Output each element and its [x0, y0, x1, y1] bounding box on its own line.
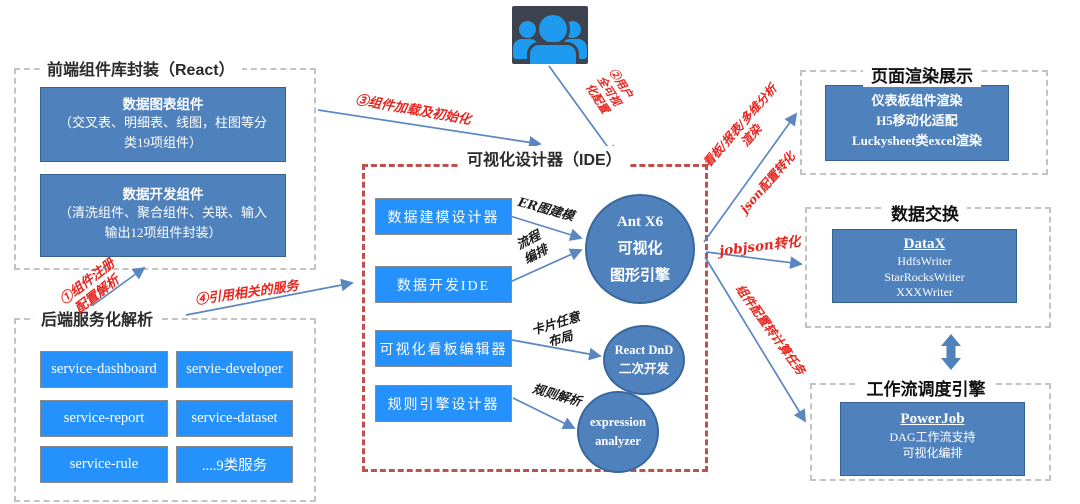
ide-tool-box: 可视化看板编辑器 — [375, 330, 512, 367]
service-box: servie-developer — [176, 351, 293, 388]
powerjob-line: 可视化编排 — [902, 446, 963, 461]
react-dnd-circle: React DnD 二次开发 — [603, 325, 685, 395]
double-arrow — [941, 334, 961, 370]
arrow-task — [704, 256, 806, 423]
dev-components-box: 数据开发组件 （清洗组件、聚合组件、关联、输入 输出12项组件封装） — [40, 174, 286, 257]
service-box: service-report — [40, 400, 168, 437]
users-group-icon — [512, 6, 588, 64]
powerjob-heading: PowerJob — [900, 411, 965, 427]
datax-line: StarRocksWriter — [884, 269, 965, 284]
datax-heading: DataX — [903, 236, 946, 252]
ide-panel-title: 可视化设计器（IDE） — [460, 146, 629, 170]
antx6-engine-circle: Ant X6 可视化 图形引擎 — [585, 194, 695, 304]
page-render-title: 页面渲染展示 — [863, 62, 981, 87]
chart-components-body: （交叉表、明细表、线图，柱图等分 类19项组件） — [58, 115, 267, 150]
step3-label: ③组件加载及初始化 — [354, 92, 473, 128]
datax-box: DataX HdfsWriter StarRocksWriter XXXWrit… — [832, 229, 1017, 303]
datax-line: HdfsWriter — [897, 254, 952, 269]
expression-analyzer-circle: expression analyzer — [577, 391, 659, 473]
backend-panel-title: 后端服务化解析 — [34, 306, 161, 330]
service-box: ....9类服务 — [176, 446, 293, 483]
page-render-line: Luckysheet类excel渲染 — [852, 133, 982, 149]
dev-components-body: （清洗组件、聚合组件、关联、输入 输出12项组件封装） — [58, 205, 267, 240]
ide-tool-box: 数据建模设计器 — [375, 198, 512, 235]
jobjson-label: jobjson转化 — [718, 233, 802, 260]
service-box: service-dataset — [176, 400, 293, 437]
data-exchange-title: 数据交换 — [883, 200, 967, 225]
step2-label: ②用户 全可视 化配置 — [583, 65, 636, 116]
json-convert-label: json配置转化 — [737, 149, 798, 216]
page-render-line: H5移动化适配 — [876, 113, 958, 129]
frontend-panel-title: 前端组件库封装（React） — [40, 56, 242, 80]
page-render-line: 仪表板组件渲染 — [871, 93, 963, 108]
dev-components-heading: 数据开发组件 — [122, 187, 204, 202]
task-convert-label: 组件配置转计算任务 — [732, 281, 808, 378]
workflow-title: 工作流调度引擎 — [858, 375, 994, 400]
backend-panel — [14, 318, 316, 502]
powerjob-box: PowerJob DAG工作流支持 可视化编排 — [840, 402, 1025, 476]
step4-label: ④引用相关的服务 — [194, 278, 300, 309]
powerjob-line: DAG工作流支持 — [889, 430, 976, 445]
service-box: service-dashboard — [40, 351, 168, 388]
chart-components-heading: 数据图表组件 — [122, 97, 204, 112]
chart-components-box: 数据图表组件 （交叉表、明细表、线图，柱图等分 类19项组件） — [40, 87, 286, 162]
page-render-box: 仪表板组件渲染 H5移动化适配 Luckysheet类excel渲染 — [825, 85, 1009, 161]
ide-tool-box: 数据开发IDE — [375, 266, 512, 303]
datax-line: XXXWriter — [896, 285, 953, 300]
service-box: service-rule — [40, 446, 168, 483]
ide-tool-box: 规则引擎设计器 — [375, 385, 512, 422]
